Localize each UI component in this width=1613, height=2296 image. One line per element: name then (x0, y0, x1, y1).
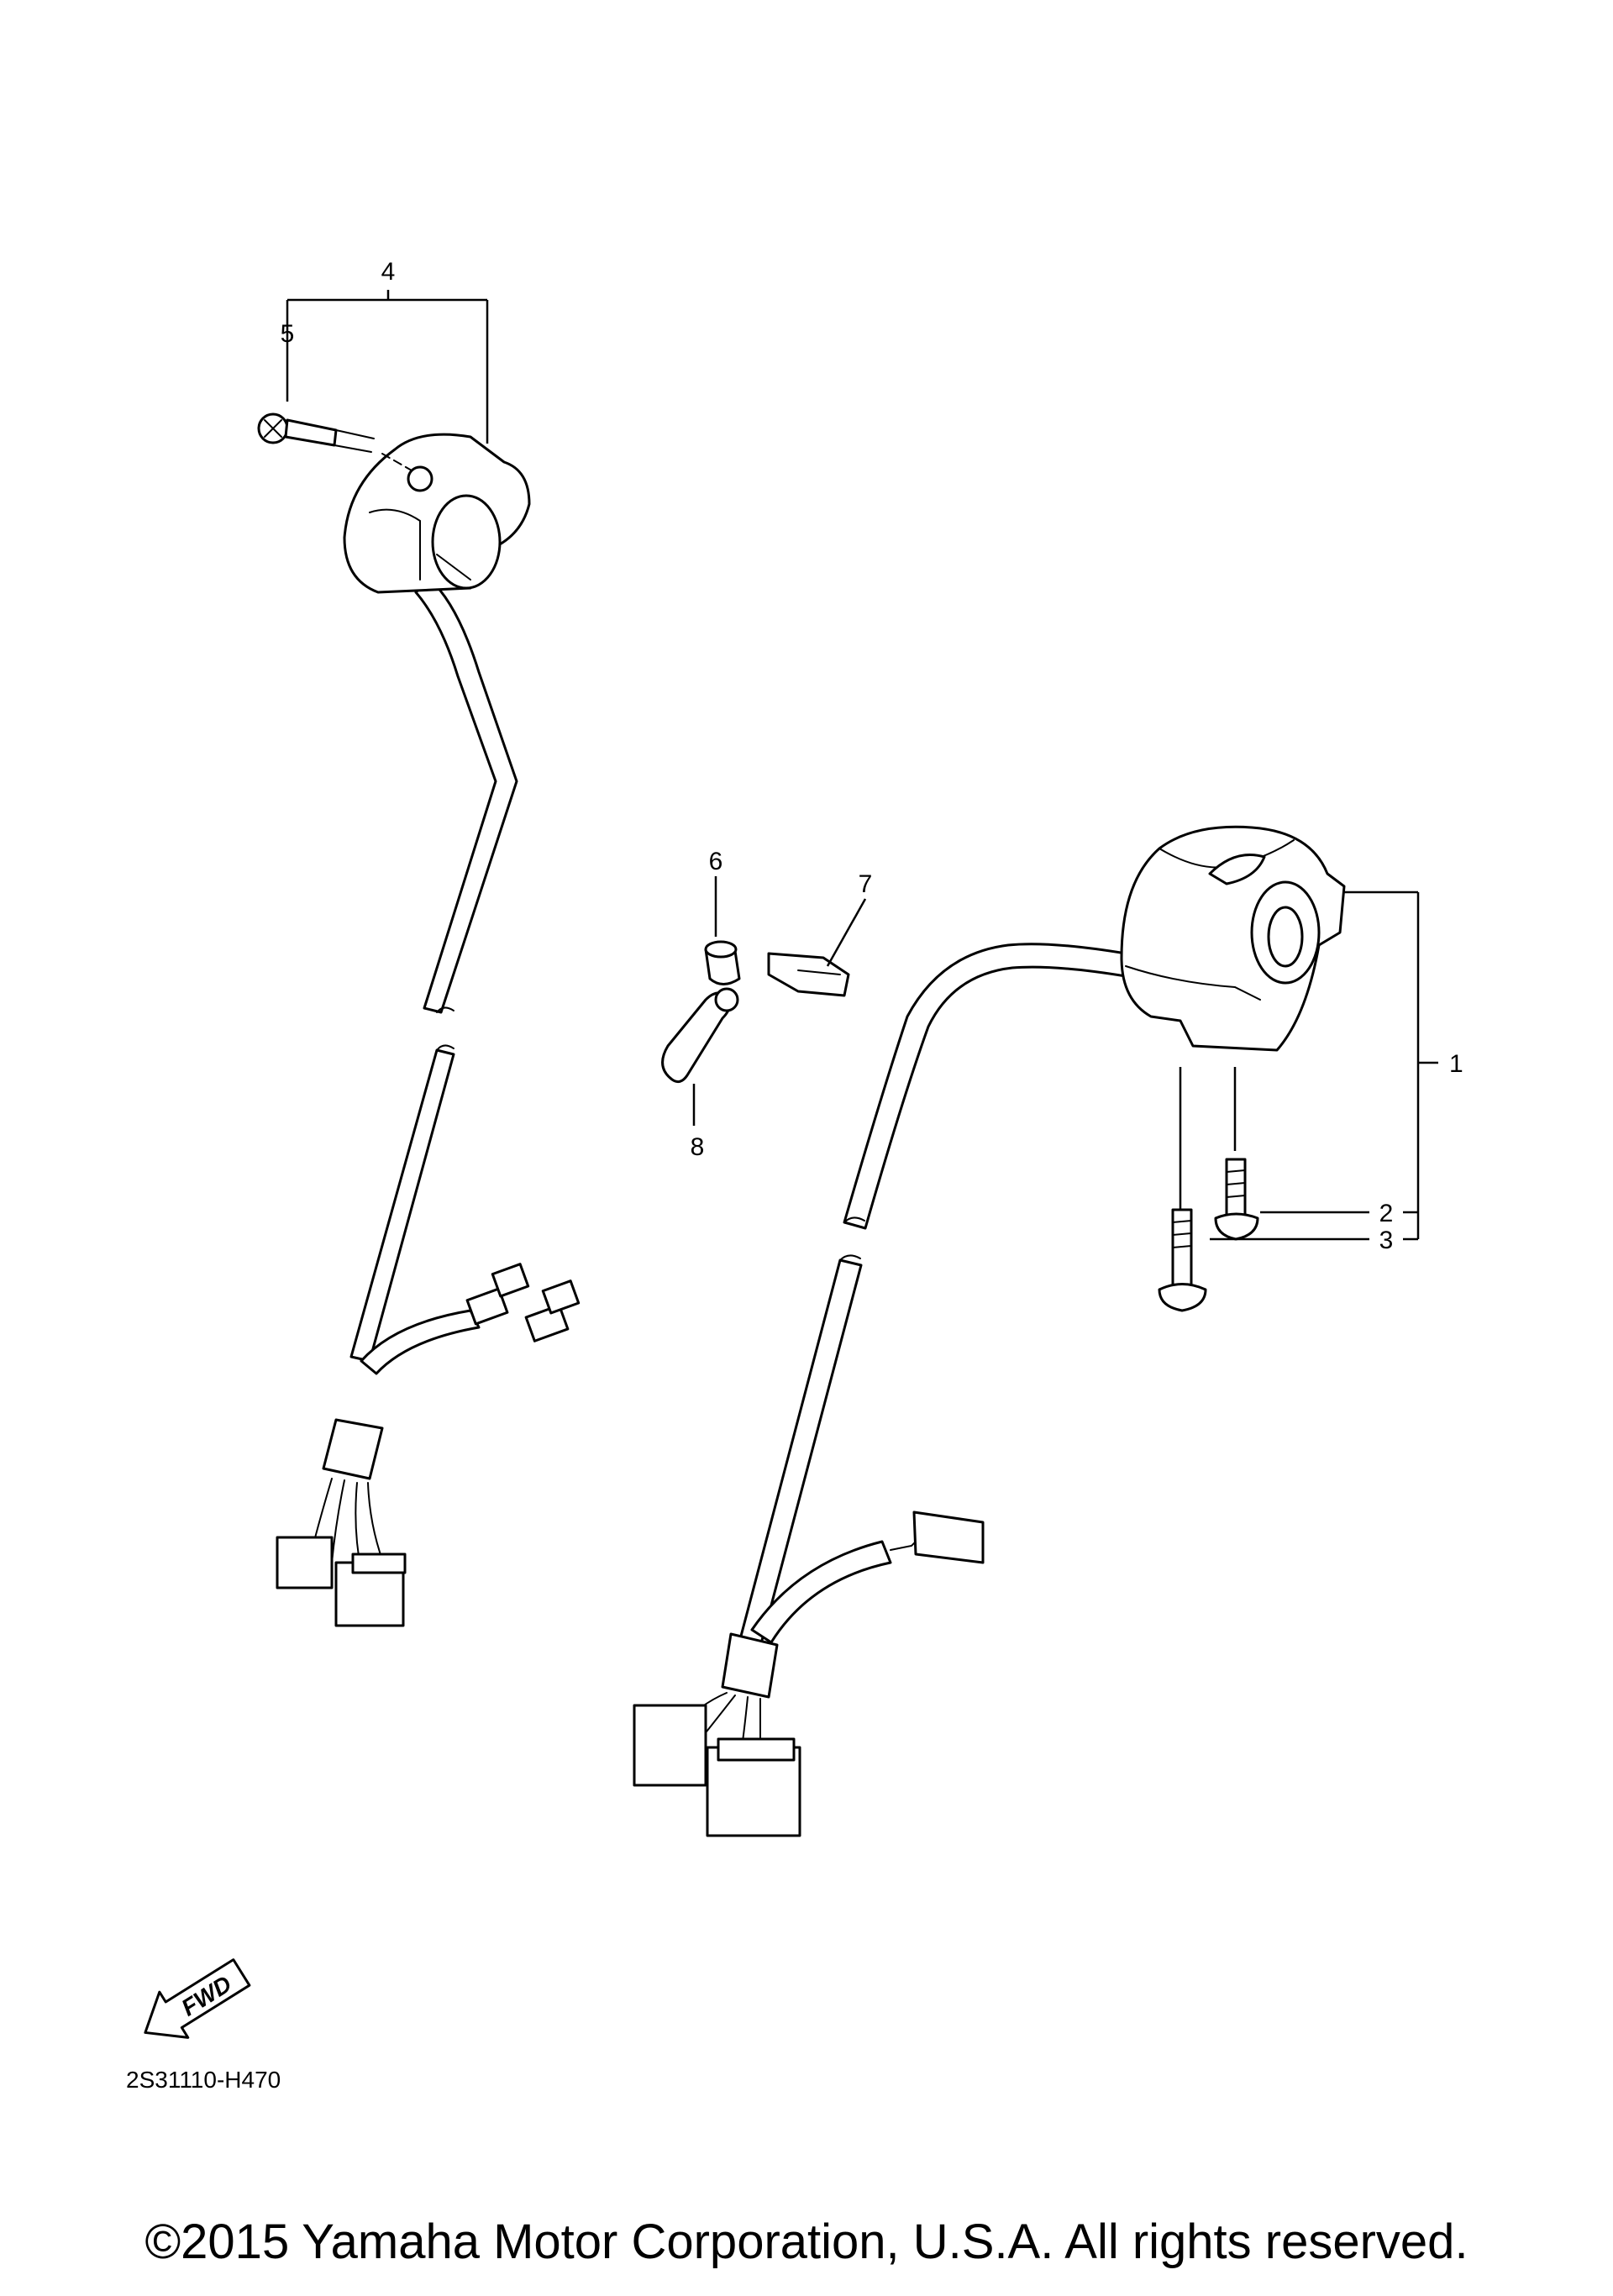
callout-1: 1 (1449, 1050, 1463, 1078)
callout-6: 6 (709, 848, 723, 875)
screw-part-5 (257, 412, 412, 471)
screw-part-3 (1158, 1208, 1207, 1312)
screw-part-2 (1214, 1158, 1259, 1241)
copyright-notice: ©2015 Yamaha Motor Corporation, U.S.A. A… (144, 2215, 1469, 2269)
callout-bracket-1-2-3 (1210, 891, 1438, 1241)
small-parts-6-7-8 (661, 876, 867, 1126)
callout-3: 3 (1379, 1227, 1394, 1254)
fwd-arrow-icon: FWD (144, 1958, 251, 2039)
callout-5: 5 (281, 320, 295, 348)
callout-7: 7 (859, 870, 873, 898)
callout-4: 4 (381, 258, 396, 286)
right-handlebar-switch (633, 825, 1346, 1837)
left-handlebar-switch (276, 433, 581, 1627)
diagram-code: 2S31110-H470 (126, 2067, 281, 2093)
callout-2: 2 (1379, 1200, 1394, 1227)
callout-bracket-4-5 (286, 290, 489, 444)
callout-8: 8 (691, 1133, 705, 1161)
